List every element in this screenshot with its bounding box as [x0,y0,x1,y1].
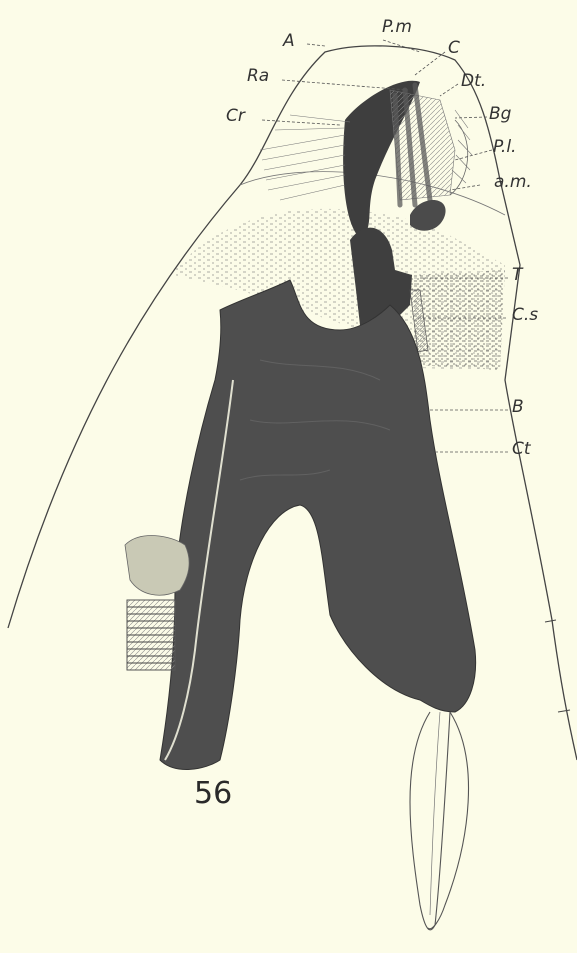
toes [410,712,469,930]
toe-left [410,712,450,930]
label-Ct: Ct [512,441,531,458]
label-Pl: P.l. [493,139,516,156]
label-C: C [448,40,460,57]
egg-frilled-top [125,536,189,596]
label-Pm: P.m [382,19,412,36]
head-fringe-lines [452,110,472,183]
label-Bg: Bg [489,106,511,123]
label-Cr: Cr [226,108,245,125]
cuticle-tick-2 [558,710,570,712]
label-Dt: Dt. [461,73,486,90]
figure-number: 56 [194,776,232,811]
label-B: B [512,399,524,416]
label-A: A [283,33,295,50]
label-T: T [512,267,522,284]
label-Ra: Ra [247,68,269,85]
label-am: a.m. [494,174,532,191]
cuticle-tick-1 [545,620,556,622]
label-Cs: C.s [512,307,538,324]
